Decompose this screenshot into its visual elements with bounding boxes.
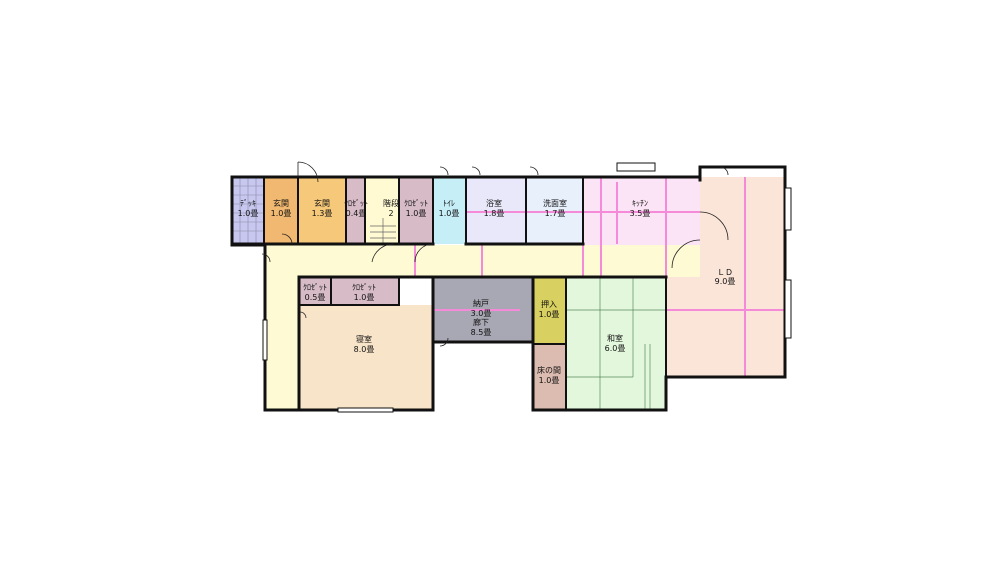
label-storage-size: 3.0畳 (471, 309, 492, 318)
room-genkan-1 (264, 177, 298, 244)
label-stairs-size: 2 (388, 209, 393, 218)
label-hallway-name: 廊下 (473, 317, 489, 327)
label-closet4-size: 1.0畳 (354, 293, 375, 302)
label-washroom-size: 1.7畳 (545, 209, 566, 218)
tatami-lines (566, 277, 666, 410)
label-deck-name: ﾃﾞｯｷ (240, 199, 256, 208)
room-stairs (365, 177, 399, 244)
label-oshiire-size: 1.0畳 (539, 310, 560, 319)
label-bath-name: 浴室 (486, 198, 502, 208)
room-tokonoma (533, 344, 566, 410)
room-closet-3 (299, 277, 331, 305)
label-closet1-name: ｸﾛｾﾞｯﾄ (344, 199, 368, 208)
label-closet3-name: ｸﾛｾﾞｯﾄ (303, 283, 327, 292)
label-washroom-name: 洗面室 (543, 198, 567, 208)
label-genkan1-name: 玄関 (273, 198, 289, 208)
room-closet-4 (331, 277, 399, 305)
windows (262, 162, 792, 413)
room-labels: ﾃﾞｯｷ 1.0畳 玄関 1.0畳 玄関 1.3畳 ｸﾛｾﾞｯﾄ 0.4畳 階段… (238, 198, 736, 385)
walls (230, 165, 787, 412)
room-washroom (526, 177, 583, 244)
stairs-steps (370, 218, 396, 244)
partition-lines (414, 177, 785, 377)
label-toilet-name: ﾄｲﾚ (443, 199, 455, 208)
label-toilet-size: 1.0畳 (439, 209, 460, 218)
room-closet-1 (346, 177, 365, 244)
label-bedroom-name: 寝室 (356, 334, 372, 344)
label-genkan2-name: 玄関 (314, 198, 330, 208)
label-closet1-size: 0.4畳 (346, 209, 367, 218)
label-tokonoma-name: 床の間 (537, 365, 561, 375)
room-ld-lower (666, 277, 785, 377)
room-bath (466, 177, 526, 244)
label-stairs-name: 階段 (383, 198, 399, 208)
room-washitsu (566, 277, 666, 410)
room-toilet (433, 177, 466, 244)
label-kitchen-name: ｷｯﾁﾝ (632, 199, 648, 208)
label-ld-size: 9.0畳 (715, 277, 736, 286)
room-bedroom (299, 305, 433, 410)
label-ld-name: ＬＤ (717, 268, 733, 277)
label-closet3-size: 0.5畳 (305, 293, 326, 302)
label-storage-name: 納戸 (473, 298, 489, 308)
label-washitsu-name: 和室 (607, 333, 623, 343)
label-genkan1-size: 1.0畳 (271, 209, 292, 218)
room-oshiire (533, 277, 566, 344)
room-genkan-2 (298, 177, 346, 244)
label-kitchen-size: 3.5畳 (630, 209, 651, 218)
label-bath-size: 1.8畳 (484, 209, 505, 218)
label-closet2-name: ｸﾛｾﾞｯﾄ (404, 199, 428, 208)
label-deck-size: 1.0畳 (238, 209, 259, 218)
label-bedroom-size: 8.0畳 (354, 345, 375, 354)
deck-grid (232, 177, 264, 244)
label-hallway-size: 8.5畳 (471, 328, 492, 337)
label-closet2-size: 1.0畳 (406, 209, 427, 218)
door-swings (261, 161, 729, 347)
label-closet4-name: ｸﾛｾﾞｯﾄ (352, 283, 376, 292)
label-washitsu-size: 6.0畳 (605, 344, 626, 353)
label-tokonoma-size: 1.0畳 (539, 376, 560, 385)
room-closet-2 (399, 177, 433, 244)
label-genkan2-size: 1.3畳 (312, 209, 333, 218)
label-oshiire-name: 押入 (541, 299, 557, 309)
